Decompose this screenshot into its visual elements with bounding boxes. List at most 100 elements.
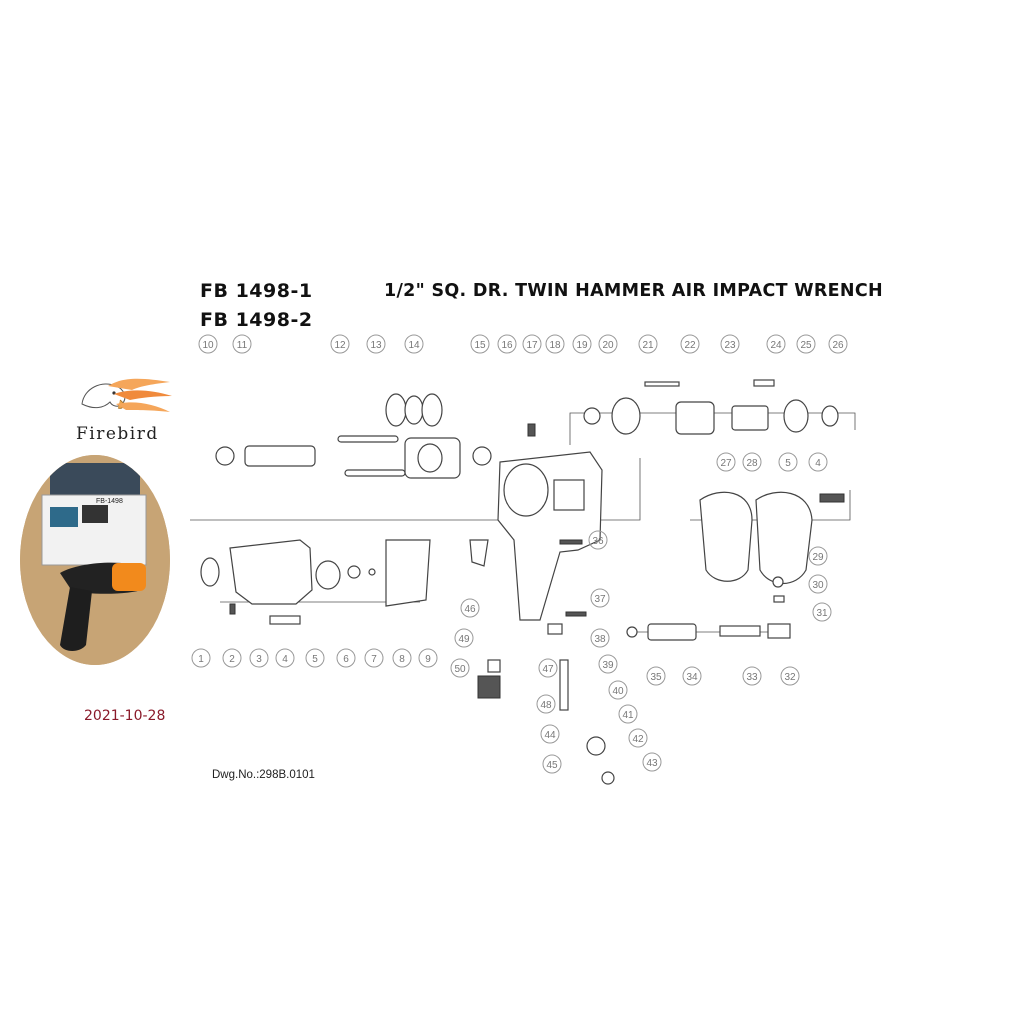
callout-label: 31 (816, 608, 828, 619)
callout-label: 45 (546, 760, 558, 771)
part-gasket (699, 491, 753, 582)
callout-label: 24 (770, 340, 782, 351)
callout-label: 30 (812, 580, 824, 591)
date-stamp: 2021-10-28 (84, 708, 166, 724)
callout-label: 1 (198, 654, 204, 665)
callout-label: 33 (746, 672, 758, 683)
part-rotor (731, 405, 769, 431)
part-gasket (385, 539, 431, 607)
part-pin (565, 611, 587, 617)
callout-label: 42 (632, 734, 644, 745)
callout-label: 11 (237, 340, 248, 351)
part-washer (472, 446, 492, 466)
part-spring (773, 595, 785, 603)
callout-label: 19 (576, 340, 588, 351)
callout-label: 15 (474, 340, 486, 351)
callout-label: 49 (458, 634, 470, 645)
callout-label: 50 (454, 664, 466, 675)
callout-label: 16 (501, 340, 513, 351)
callout-label: 32 (784, 672, 796, 683)
callout-label: 40 (612, 686, 624, 697)
callout-label: 34 (686, 672, 698, 683)
callout-label: 9 (425, 654, 431, 665)
model-number-2: FB 1498-2 (200, 309, 313, 331)
part-valve-seat (547, 623, 563, 635)
callout-label: 18 (549, 340, 561, 351)
part-washer (215, 446, 235, 466)
part-anvil (244, 445, 316, 467)
part-screw (601, 771, 615, 785)
callout-label: 48 (540, 700, 552, 711)
part-o-ring (347, 565, 361, 579)
callout-label: 13 (370, 340, 382, 351)
part-hammer (385, 393, 407, 427)
product-photo: FB-1498 (20, 455, 170, 665)
part-o-ring (368, 568, 376, 576)
part-bearing (821, 405, 839, 427)
part-rear-cover (755, 491, 813, 584)
callout-label: 7 (371, 654, 377, 665)
part-pin (344, 469, 406, 477)
callout-label: 17 (526, 340, 538, 351)
part-end-plate (611, 397, 641, 435)
part-pin (559, 539, 583, 545)
part-hammer-cage-bore (417, 443, 443, 473)
drawing-number: Dwg.No.:298B.0101 (212, 769, 315, 781)
callout-label: 21 (642, 340, 654, 351)
callout-label: 29 (812, 552, 824, 563)
callouts-top-row: 10 11 12 13 14 15 16 17 18 19 20 21 22 2… (198, 334, 848, 354)
part-bolt (269, 615, 301, 625)
part-bearing (583, 407, 601, 425)
part-housing-window (553, 479, 585, 511)
part-valve (819, 493, 845, 503)
callout-label: 44 (544, 730, 556, 741)
callout-label: 5 (312, 654, 318, 665)
callouts-right-cluster: 27 28 5 4 29 30 31 (716, 452, 832, 622)
callout-label: 46 (464, 604, 476, 615)
callout-label: 23 (724, 340, 736, 351)
callout-label: 6 (343, 654, 349, 665)
callout-label: 12 (334, 340, 346, 351)
eagle-head-logo-icon (81, 378, 172, 412)
part-housing-bore (503, 463, 549, 517)
callout-label: 36 (592, 536, 604, 547)
callouts-handle: 36 37 38 39 40 41 42 43 44 45 46 47 48 4… (450, 530, 662, 774)
assembly-guide-line (190, 458, 641, 521)
callout-label: 10 (202, 340, 214, 351)
callout-label: 26 (832, 340, 844, 351)
part-trigger (469, 539, 489, 567)
part-o-ring (626, 626, 638, 638)
part-bushing (487, 659, 501, 673)
callout-label: 25 (800, 340, 812, 351)
callout-label: 4 (282, 654, 288, 665)
part-valve-stem (559, 659, 569, 711)
callout-label: 35 (650, 672, 662, 683)
part-screw (229, 603, 236, 615)
callout-label: 20 (602, 340, 614, 351)
part-plug (767, 623, 791, 639)
brand-name: Firebird (76, 424, 159, 444)
model-number-1: FB 1498-1 (200, 280, 313, 302)
air-impact-wrench-photo-icon: FB-1498 (20, 455, 170, 665)
callout-label: 41 (622, 710, 634, 721)
part-cylinder (675, 401, 715, 435)
drawing-title: 1/2" SQ. DR. TWIN HAMMER AIR IMPACT WREN… (384, 281, 883, 301)
callout-label: 28 (746, 458, 758, 469)
callout-label: 22 (684, 340, 696, 351)
callout-label: 38 (594, 634, 606, 645)
callout-label: 27 (720, 458, 732, 469)
part-hammer (404, 395, 424, 425)
callout-label: 39 (602, 660, 614, 671)
part-key (644, 381, 680, 387)
part-pin (337, 435, 399, 443)
callout-label: 37 (594, 594, 606, 605)
callout-label: 3 (256, 654, 262, 665)
part-ball (772, 576, 784, 588)
callout-label: 5 (785, 458, 791, 469)
box-label: FB-1498 (96, 498, 123, 505)
part-end-plate (783, 399, 809, 433)
callout-label: 4 (815, 458, 821, 469)
callout-label: 2 (229, 654, 235, 665)
